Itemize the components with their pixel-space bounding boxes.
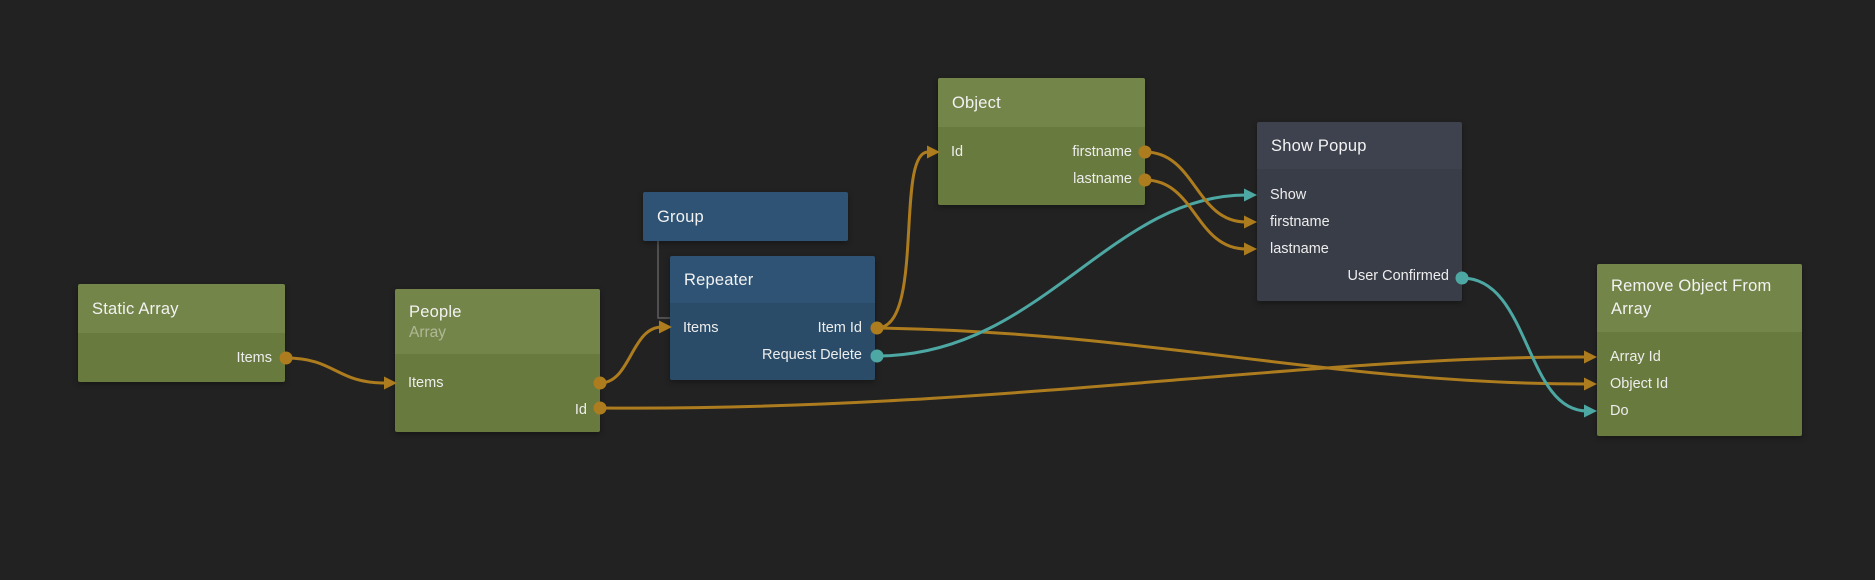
node-header: People Array bbox=[395, 289, 600, 354]
wire-object-firstname-to-show-popup-firstname[interactable] bbox=[1143, 150, 1248, 224]
port-label-id: Id bbox=[574, 401, 587, 418]
node-body: Show firstname lastname User Confirmed bbox=[1257, 169, 1462, 301]
node-people[interactable]: People Array Items Id bbox=[395, 289, 600, 432]
node-title: Remove Object From Array bbox=[1611, 277, 1772, 318]
node-body: Array Id Object Id Do bbox=[1597, 332, 1802, 436]
wire-repeater-item-id-to-object-id[interactable] bbox=[875, 150, 930, 330]
port-label-user-confirmed: User Confirmed bbox=[1347, 267, 1449, 284]
node-body: Items Item Id Request Delete bbox=[670, 303, 875, 380]
node-header: Remove Object From Array bbox=[1597, 264, 1802, 332]
port-label-item-id: Item Id bbox=[817, 319, 862, 336]
port-label-show: Show bbox=[1270, 186, 1307, 203]
node-subtitle: Array bbox=[409, 323, 447, 341]
node-title: Repeater bbox=[684, 270, 754, 289]
port-arrow-show-popup-show[interactable] bbox=[1244, 188, 1257, 202]
node-body: Items bbox=[78, 333, 285, 382]
port-arrow-remove-object-id[interactable] bbox=[1584, 377, 1597, 391]
port-arrow-show-popup-firstname[interactable] bbox=[1244, 215, 1257, 229]
port-label-items: Items bbox=[236, 349, 272, 366]
node-static-array[interactable]: Static Array Items bbox=[78, 284, 285, 382]
port-label-firstname: firstname bbox=[1072, 143, 1132, 160]
port-label-do: Do bbox=[1610, 402, 1629, 419]
node-body: Items Id bbox=[395, 354, 600, 432]
port-label-object-id: Object Id bbox=[1610, 375, 1669, 392]
port-arrow-remove-do[interactable] bbox=[1584, 404, 1597, 418]
port-label-request-delete: Request Delete bbox=[762, 346, 862, 363]
port-label-items: Items bbox=[683, 319, 719, 336]
node-remove-object-from-array[interactable]: Remove Object From Array Array Id Object… bbox=[1597, 264, 1802, 436]
wire-request-delete-to-show-popup-show[interactable] bbox=[875, 193, 1248, 358]
node-show-popup[interactable]: Show Popup Show firstname lastname User … bbox=[1257, 122, 1462, 301]
port-label-lastname: lastname bbox=[1270, 240, 1329, 257]
port-arrow-remove-array-id[interactable] bbox=[1584, 350, 1597, 364]
node-group[interactable]: Group bbox=[643, 192, 848, 241]
node-header: Object bbox=[938, 78, 1145, 127]
port-label-array-id: Array Id bbox=[1610, 348, 1661, 365]
node-header: Repeater bbox=[670, 256, 875, 303]
port-arrow-show-popup-lastname[interactable] bbox=[1244, 242, 1257, 256]
node-repeater[interactable]: Repeater Items Item Id Request Delete bbox=[670, 256, 875, 380]
node-header: Group bbox=[643, 192, 848, 241]
port-label-id: Id bbox=[951, 143, 964, 160]
wire-static-items-to-people-items[interactable] bbox=[284, 356, 387, 385]
port-label-firstname: firstname bbox=[1270, 213, 1330, 230]
node-title: Static Array bbox=[92, 299, 179, 318]
node-header: Static Array bbox=[78, 284, 285, 333]
node-title: Object bbox=[952, 93, 1001, 112]
port-label-items: Items bbox=[408, 374, 444, 391]
node-title: Group bbox=[657, 207, 704, 226]
node-body: Id firstname lastname bbox=[938, 127, 1145, 205]
wire-object-lastname-to-show-popup-lastname[interactable] bbox=[1143, 178, 1248, 251]
wire-user-confirmed-to-remove-do[interactable] bbox=[1460, 276, 1589, 413]
node-title: People bbox=[409, 302, 462, 321]
node-header: Show Popup bbox=[1257, 122, 1462, 169]
node-title: Show Popup bbox=[1271, 136, 1367, 155]
port-label-lastname: lastname bbox=[1073, 170, 1132, 187]
node-object[interactable]: Object Id firstname lastname bbox=[938, 78, 1145, 205]
wire-people-items-to-repeater-items[interactable] bbox=[598, 325, 664, 385]
wire-repeater-item-id-to-remove-object-id[interactable] bbox=[875, 326, 1589, 386]
